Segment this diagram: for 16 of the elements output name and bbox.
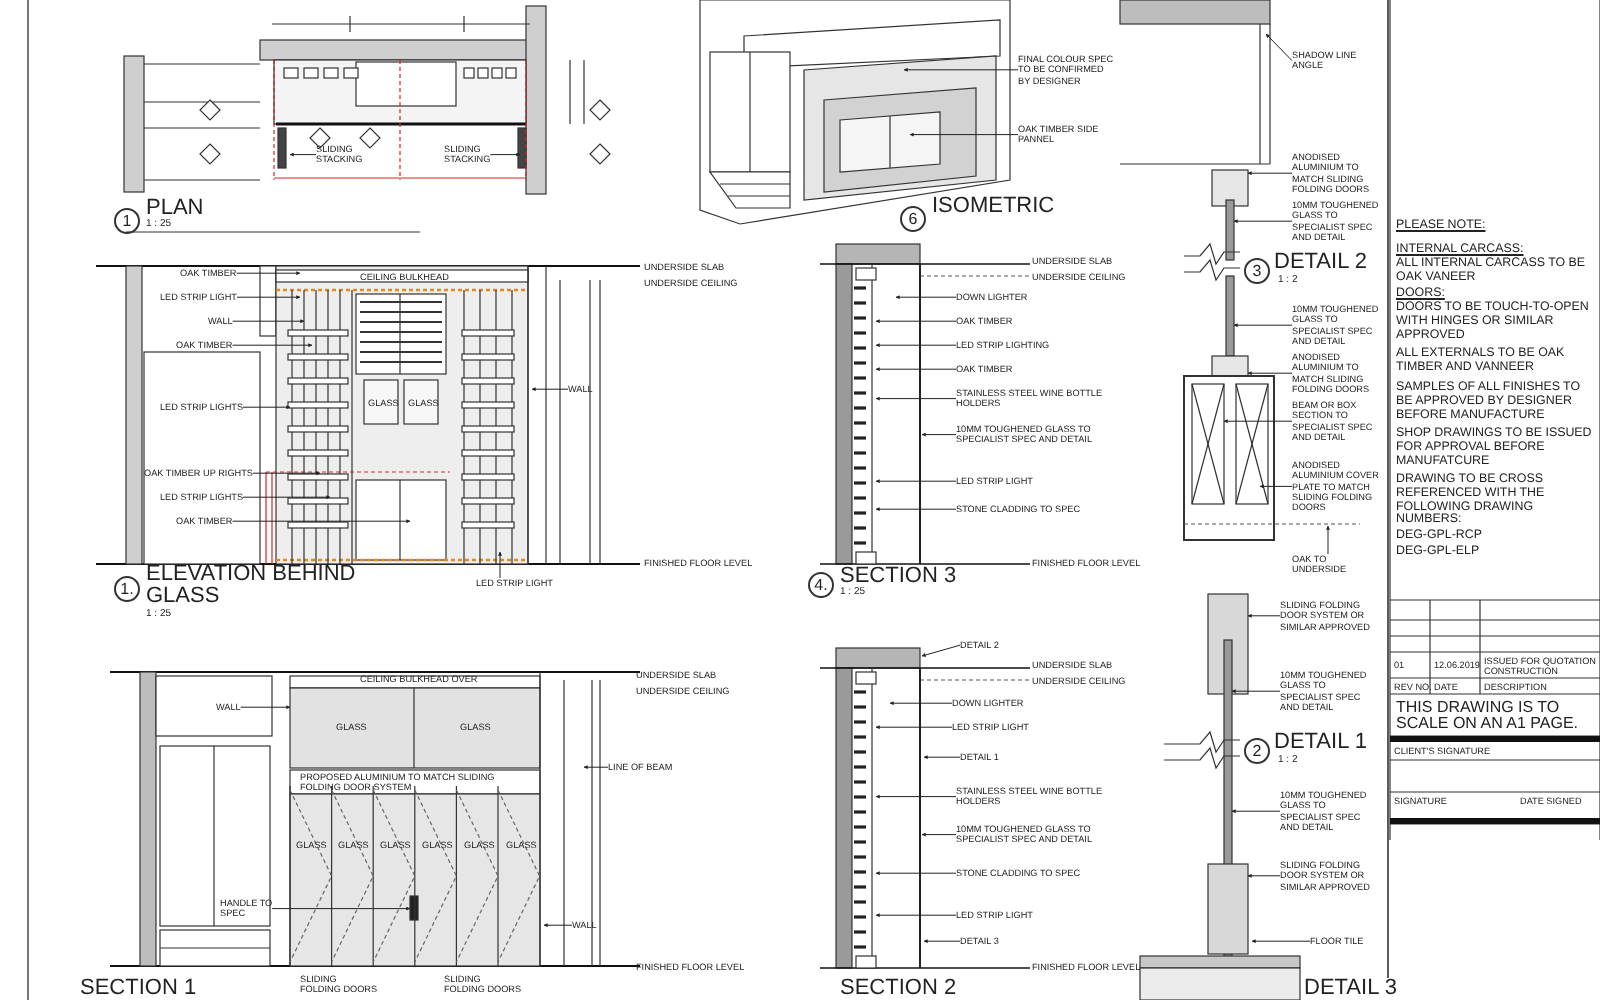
view-title: PLAN [146,198,206,220]
view-title: SECTION 1 [80,978,199,1000]
view-number: 6 [900,206,926,232]
view-title: DETAIL 1 [1274,732,1367,754]
view-number: 2 [1244,738,1270,764]
view-title: ISOMETRIC [932,196,1052,218]
view-title: SECTION 2 [840,978,959,1000]
view-title: DETAIL 3 [1304,978,1397,1000]
view-title: SECTION 3 [840,566,959,588]
view-title: DETAIL 2 [1274,252,1367,274]
view-number: 1 [114,208,140,234]
view-number: 3 [1244,258,1270,284]
view-number: 1. [114,576,140,602]
view-title: ELEVATION BEHIND GLASS [146,564,358,608]
view-number: 4. [808,572,834,598]
scale-note: THIS DRAWING IS TO SCALE ON AN A1 PAGE. [1396,700,1580,734]
